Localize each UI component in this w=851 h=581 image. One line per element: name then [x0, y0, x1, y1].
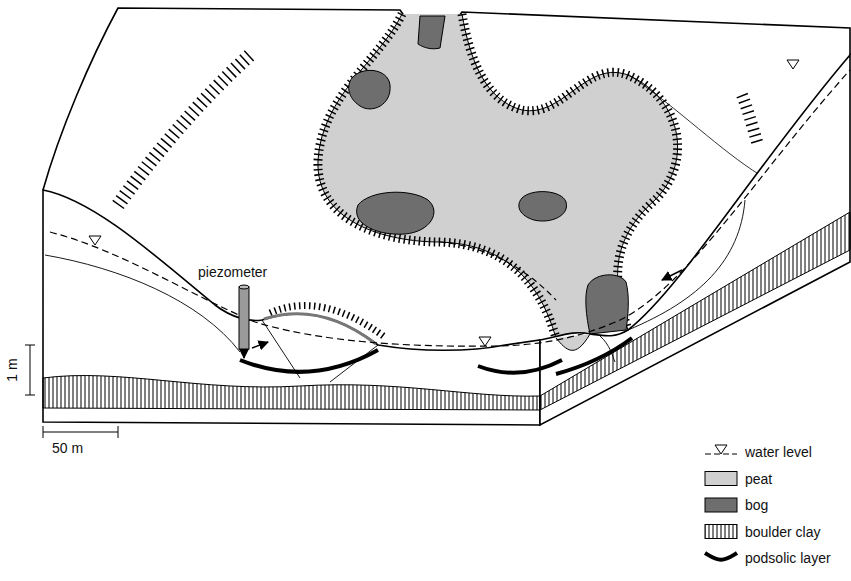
right-face: [540, 55, 850, 425]
soil-boundary: [330, 345, 378, 382]
water-level-symbol: [479, 337, 491, 346]
slope-hachure: [118, 55, 250, 205]
legend-item: [705, 525, 737, 539]
legend-swatch: [705, 498, 737, 512]
bog-patch: [349, 70, 390, 109]
piezometer-tube: [239, 287, 249, 349]
legend-sample: [705, 525, 737, 539]
legend-item: [705, 472, 737, 486]
piezometer-label: piezometer: [198, 264, 267, 280]
legend-item: [705, 498, 737, 512]
podsolic-layer: [478, 360, 562, 373]
scale-label: 1 m: [4, 358, 20, 381]
piezometer-top: [239, 285, 249, 289]
slope-hachure: [462, 14, 678, 330]
slope-hachure: [318, 14, 556, 338]
bog-patch: [586, 275, 628, 334]
front-face: [43, 190, 540, 425]
slope-hachure: [270, 306, 386, 338]
scale-bar: [25, 345, 35, 395]
legend-swatch: [705, 472, 737, 486]
slope-line: [628, 74, 760, 175]
legend-item: [705, 445, 737, 454]
slope-line: [318, 14, 556, 338]
hill-cap: [264, 314, 376, 344]
legend-sample: [705, 553, 737, 560]
scale-label: 50 m: [52, 440, 83, 456]
scale-bar: [43, 426, 118, 438]
flow-arrow: [243, 349, 245, 358]
slope-line: [462, 14, 678, 330]
bog-patch: [357, 192, 434, 234]
podsolic-layer: [240, 350, 378, 372]
slope-hachure: [742, 95, 758, 145]
water-level-line: [440, 242, 556, 300]
water-level-symbol: [787, 60, 799, 69]
water-level-line: [50, 70, 850, 346]
legend-text: peat: [745, 471, 772, 487]
bog-patch: [519, 192, 567, 221]
legend-text: water level: [745, 444, 812, 460]
boulder-clay-band: [43, 376, 540, 410]
legend-text: bog: [745, 497, 768, 513]
legend-sample: [715, 445, 727, 454]
legend-text: podsolic layer: [745, 550, 831, 566]
peat-area: [318, 14, 678, 338]
legend: [705, 445, 737, 560]
water-level-symbol: [89, 236, 101, 245]
legend-item: [705, 553, 737, 560]
flow-arrow: [662, 270, 682, 280]
boulder-clay-band: [540, 212, 850, 410]
flow-arrow: [252, 342, 268, 348]
legend-text: boulder clay: [745, 524, 821, 540]
podsolic-layer: [556, 338, 632, 374]
bog-patch: [418, 16, 445, 49]
